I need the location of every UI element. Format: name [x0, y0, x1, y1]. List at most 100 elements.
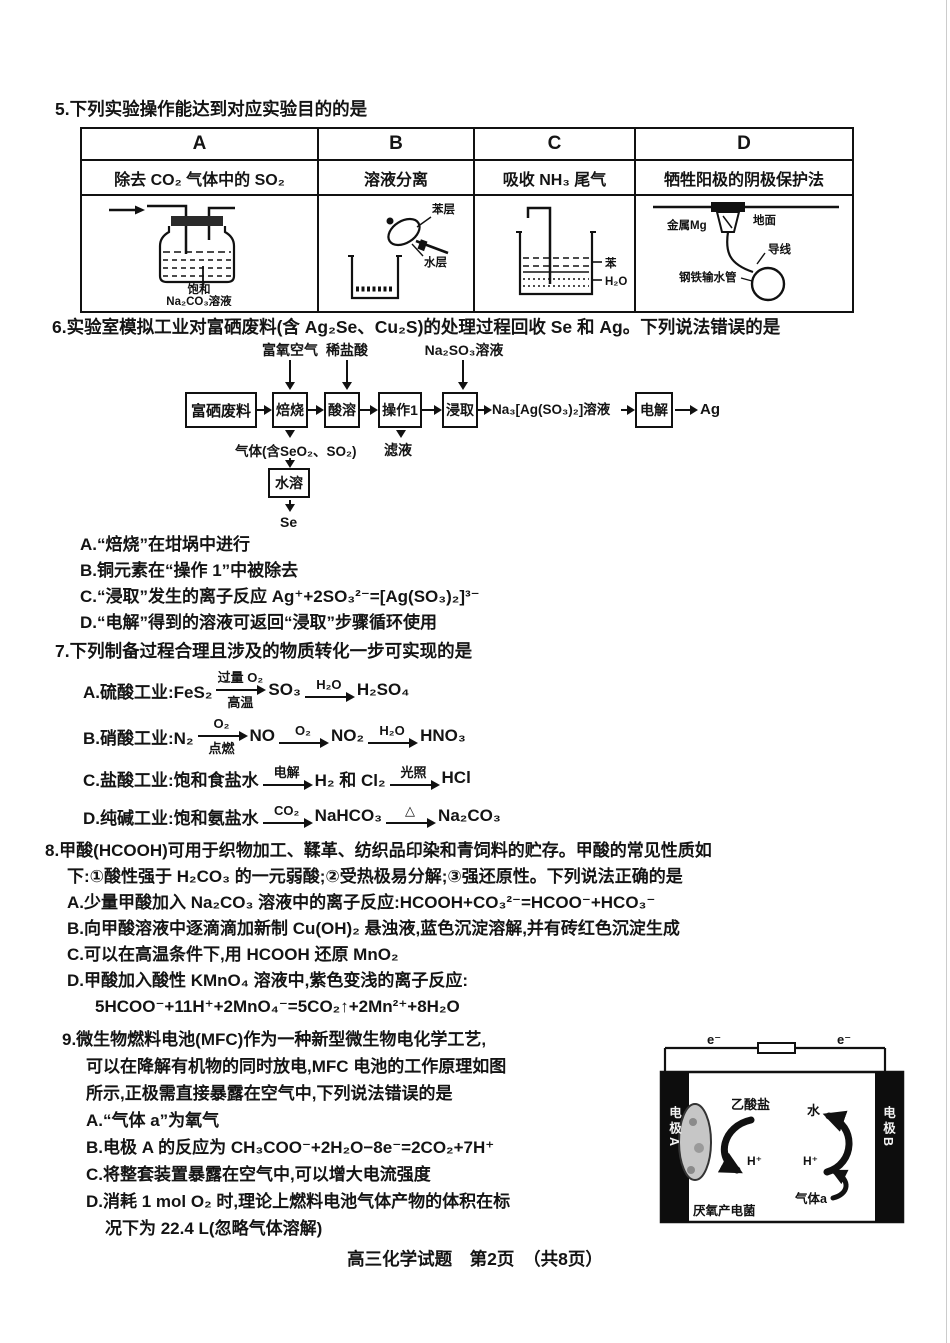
q5-purpose-b: 溶液分离	[317, 159, 475, 196]
water-label: 水	[807, 1103, 821, 1118]
metal-mg-label: 金属Mg	[666, 218, 707, 232]
q5-diagram-b-cell: 苯层 水层	[317, 194, 475, 313]
electrode-b-label: 电极B	[881, 1106, 895, 1150]
reaction-arrow: H₂O	[368, 722, 419, 750]
flow-box-roasting: 焙烧	[272, 392, 308, 428]
q7-b-product: HNO₃	[420, 726, 466, 745]
q7-title: 7.下列制备过程合理且涉及的物质转化一步可实现的是	[55, 641, 473, 661]
flow-box-selenium-waste: 富硒废料	[185, 392, 257, 428]
q6-option-c: C.“浸取”发生的离子反应 Ag⁺+2SO₃²⁻=[Ag(SO₃)₂]³⁻	[80, 587, 480, 606]
arrow-down-icon	[396, 430, 406, 438]
acetate-to-h-arrow	[717, 1116, 755, 1174]
arrow-down-icon	[285, 458, 295, 468]
flow-product-ag: Ag	[700, 401, 720, 418]
anaerobic-bacteria-label: 厌氧产电菌	[693, 1204, 756, 1218]
resistor-icon	[757, 1042, 796, 1054]
flow-input-dilute-hcl: 稀盐酸	[326, 342, 368, 358]
arrow-right-icon	[308, 405, 324, 415]
flow-gas-seo2-so2: 气体(含SeO₂、SO₂)	[235, 444, 357, 459]
q8-option-d: D.甲酸加入酸性 KMnO₄ 溶液中,紫色变浅的离子反应:	[67, 971, 468, 990]
q6-flowchart: 富氧空气 稀盐酸 Na₂SO₃溶液 富硒废料 焙烧 酸溶 操作1 浸取 Na₃[…	[180, 340, 745, 532]
reaction-arrow: CO₂	[262, 802, 313, 830]
mfc-figure-shapes	[659, 1042, 905, 1224]
arrow-condition-bottom: 点燃	[208, 741, 235, 756]
acetate-label: 乙酸盐	[731, 1097, 771, 1112]
q9-option-d-line2: 况下为 22.4 L(忽略气体溶解)	[105, 1219, 323, 1238]
q5-header-c: C	[473, 127, 636, 161]
reaction-arrow: O₂	[279, 723, 329, 750]
q7-c-reactant: C.盐酸工业:饱和食盐水	[83, 770, 259, 790]
q8-title-line2: 下:①酸性强于 H₂CO₃ 的一元弱酸;②受热极易分解;③强还原性。下列说法正确…	[67, 867, 683, 886]
q6-options: A.“焙烧”在坩埚中进行 B.铜元素在“操作 1”中被除去 C.“浸取”发生的离…	[80, 532, 480, 636]
flow-box-water-dissolve: 水溶	[268, 468, 310, 498]
q9-option-b: B.电极 A 的反应为 CH₃COO⁻+2H₂O−8e⁻=2CO₂+7H⁺	[86, 1138, 495, 1157]
q5-purpose-c: 吸收 NH₃ 尾气	[473, 159, 636, 196]
q5-diagram-d-cell: 金属Mg 地面 导线 钢铁输水管	[634, 194, 854, 313]
water-label: H₂O	[605, 276, 627, 288]
microbe-blob	[678, 1103, 712, 1181]
arrow-condition-top: H₂O	[316, 676, 342, 692]
q9-option-d-line1: D.消耗 1 mol O₂ 时,理论上燃料电池气体产物的体积在标	[86, 1192, 511, 1211]
q5-header-a: A	[80, 127, 319, 161]
arrow-right-icon	[675, 405, 698, 415]
q7-option-a: A.硫酸工业:FeS₂ 过量 O₂ 高温 SO₃ H₂O H₂SO₄	[83, 667, 501, 713]
arrow-right-icon	[262, 779, 313, 790]
arrow-condition-top: △	[405, 802, 416, 818]
flow-silver-sulfite-solution: Na₃[Ag(SO₃)₂]溶液	[492, 402, 611, 417]
electrode-b-bar	[875, 1072, 903, 1222]
q5-header-d: D	[634, 127, 854, 161]
arrow-right-icon	[360, 405, 378, 415]
arrow-condition-top: CO₂	[274, 802, 300, 818]
arrow-right-icon	[304, 691, 355, 702]
flow-input-na2so3-solution: Na₂SO₃溶液	[424, 342, 504, 358]
arrow-right-icon	[257, 405, 272, 415]
arrow-down-icon	[458, 360, 468, 390]
na2co3-solution-label: Na₂CO₃溶液	[166, 294, 232, 306]
arrow-right-icon	[216, 685, 267, 695]
saturated-label: 饱和	[188, 282, 211, 296]
q7-d-reactant: D.纯碱工业:饱和氨盐水	[83, 808, 259, 828]
q5-title: 5.下列实验操作能达到对应实验目的的是	[55, 99, 368, 119]
separating-funnel-figure: 苯层 水层	[348, 202, 455, 300]
q7-b-intermediate1: NO	[249, 726, 276, 745]
arrow-right-icon	[386, 817, 437, 828]
q5-purpose-a: 除去 CO₂ 气体中的 SO₂	[80, 159, 319, 196]
arrow-down-icon	[285, 500, 295, 512]
water-layer-label: 水层	[424, 255, 447, 269]
flow-box-electrolysis: 电解	[635, 392, 673, 428]
q5-table: A B C D 除去 CO₂ 气体中的 SO₂ 溶液分离 吸收 NH₃ 尾气 牺…	[80, 127, 854, 313]
arrow-right-icon	[279, 737, 329, 748]
reaction-arrow: O₂ 点燃	[197, 716, 248, 756]
flow-input-oxygen-air: 富氧空气	[262, 342, 318, 358]
h-to-water-arrow	[822, 1110, 853, 1176]
q6-option-b: B.铜元素在“操作 1”中被除去	[80, 561, 299, 580]
q8-block: 8.甲酸(HCOOH)可用于织物加工、鞣革、纺织品印染和青饲料的贮存。甲酸的常见…	[45, 838, 712, 1020]
arrow-condition-top: H₂O	[379, 722, 405, 738]
q7-option-b: B.硝酸工业:N₂ O₂ 点燃 NO O₂ NO₂ H₂O HNO₃	[83, 713, 501, 759]
q5-purpose-row: 除去 CO₂ 气体中的 SO₂ 溶液分离 吸收 NH₃ 尾气 牺牲阳极的阴极保护…	[80, 159, 854, 196]
q7-d-intermediate: NaHCO₃	[314, 806, 383, 825]
q5-diagram-a-cell: 饱和 Na₂CO₃溶液	[80, 194, 319, 313]
benzene-layer-label: 苯层	[431, 202, 455, 216]
reaction-arrow: 过量 O₂ 高温	[216, 670, 267, 710]
flow-box-operation1: 操作1	[378, 392, 422, 428]
q8-option-b: B.向甲酸溶液中逐滴滴加新制 Cu(OH)₂ 悬浊液,蓝色沉淀溶解,并有砖红色沉…	[67, 919, 680, 938]
q9-option-c: C.将整套装置暴露在空气中,可以增大电流强度	[86, 1165, 431, 1184]
q9-block: e⁻ e⁻ 电极A 电极B 乙酸盐 水 H⁺ H⁺ 气体a 厌氧产电菌 9.微生…	[62, 1026, 914, 1242]
gas-inlet-arrow-icon	[135, 205, 145, 215]
arrow-condition-top: O₂	[213, 716, 230, 731]
scan-edge-line	[946, 0, 947, 1343]
arrow-condition-top: 电解	[273, 764, 300, 780]
q7-d-product: Na₂CO₃	[438, 806, 501, 825]
arrow-right-icon	[197, 731, 248, 741]
q5-purpose-d: 牺牲阳极的阴极保护法	[634, 159, 854, 196]
q9-text-line3: 所示,正极需直接暴露在空气中,下列说法错误的是	[86, 1084, 453, 1103]
flow-box-leaching: 浸取	[442, 392, 478, 428]
flow-box-acid-dissolve: 酸溶	[324, 392, 360, 428]
wire-label: 导线	[768, 242, 791, 256]
arrow-down-icon	[285, 430, 295, 438]
arrow-down-icon	[285, 360, 295, 390]
q9-text-line1: 9.微生物燃料电池(MFC)作为一种新型微生物电化学工艺,	[62, 1030, 487, 1049]
arrow-right-icon	[262, 817, 313, 828]
arrow-down-icon	[342, 360, 352, 390]
